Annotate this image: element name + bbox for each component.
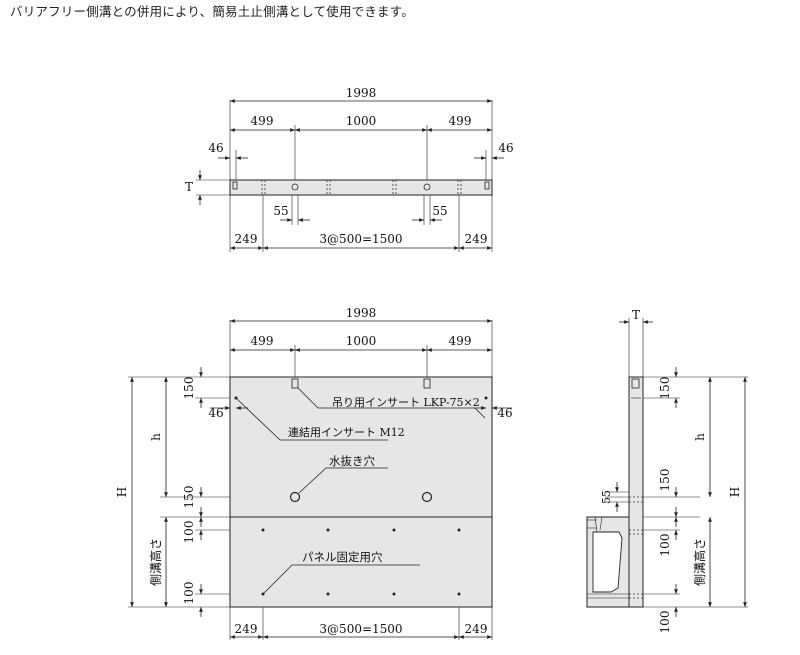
side-thickness-label: T bbox=[632, 308, 640, 322]
front-pitch-mid-dim: 3@500=1500 bbox=[319, 622, 402, 636]
front-mid-100-dim: 100 bbox=[182, 521, 196, 544]
front-view: 1998 499 1000 499 吊り用インサート LKP-75×2 連結用イ… bbox=[115, 306, 513, 640]
lift-insert-left-icon bbox=[291, 378, 299, 389]
side-wall-panel bbox=[628, 376, 644, 608]
front-H-label: H bbox=[115, 487, 129, 497]
front-overall-dim: 1998 bbox=[346, 306, 377, 320]
front-seg-left-dim: 499 bbox=[251, 334, 274, 348]
top-overall-dim: 1998 bbox=[346, 86, 377, 100]
drain-hole-right-icon bbox=[421, 491, 433, 503]
front-upper-panel bbox=[229, 376, 493, 518]
top-thickness-label: T bbox=[185, 180, 193, 194]
front-lower-panel bbox=[229, 516, 493, 608]
side-view: T 55 150 bbox=[586, 308, 748, 634]
front-edge-right-dim: 46 bbox=[497, 406, 512, 420]
callout-panel-hole: パネル固定用穴 bbox=[302, 550, 383, 564]
side-height-label: 側溝高さ bbox=[692, 538, 707, 586]
callout-lift-insert: 吊り用インサート LKP-75×2 bbox=[332, 396, 480, 409]
drain-hole-left-icon bbox=[289, 491, 301, 503]
top-edge-left-dim: 46 bbox=[208, 141, 223, 155]
front-edge-left-dim: 46 bbox=[208, 406, 223, 420]
side-bottom-100-dim: 100 bbox=[658, 611, 672, 634]
side-mid-150-dim: 150 bbox=[658, 469, 672, 492]
top-hole-right-dim: 55 bbox=[432, 204, 447, 218]
top-seg-mid-dim: 1000 bbox=[346, 114, 377, 128]
top-pitch-left-dim: 249 bbox=[235, 232, 258, 246]
front-pitch-left-dim: 249 bbox=[235, 622, 258, 636]
top-edge-right-dim: 46 bbox=[498, 141, 513, 155]
top-seg-right-dim: 499 bbox=[449, 114, 472, 128]
front-side-height-label: 側溝高さ bbox=[148, 538, 163, 586]
side-top-150-dim: 150 bbox=[658, 377, 672, 400]
front-bottom-100-dim: 100 bbox=[182, 582, 196, 605]
side-h-label: h bbox=[693, 433, 707, 441]
side-mid-100-dim: 100 bbox=[658, 534, 672, 557]
front-top-offset-dim: 150 bbox=[182, 377, 196, 400]
top-hole-left-dim: 55 bbox=[273, 204, 288, 218]
front-seg-right-dim: 499 bbox=[449, 334, 472, 348]
top-view-panel bbox=[229, 179, 493, 196]
side-H-label: H bbox=[728, 487, 742, 497]
top-view: 1998 499 1000 499 46 46 T bbox=[185, 86, 514, 252]
lift-insert-right-icon bbox=[423, 378, 431, 389]
top-pitch-mid-dim: 3@500=1500 bbox=[319, 232, 402, 246]
callout-connect-insert: 連結用インサート M12 bbox=[288, 425, 405, 439]
side-mid-55-dim: 55 bbox=[600, 490, 613, 504]
callout-drain-hole: 水抜き穴 bbox=[329, 454, 375, 468]
caption-text: バリアフリー側溝との併用により、簡易土止側溝として使用できます。 bbox=[10, 4, 414, 19]
front-mid-150-dim: 150 bbox=[182, 486, 196, 509]
front-seg-mid-dim: 1000 bbox=[346, 334, 377, 348]
top-pitch-right-dim: 249 bbox=[465, 232, 488, 246]
front-h-label: h bbox=[149, 433, 163, 441]
top-seg-left-dim: 499 bbox=[251, 114, 274, 128]
front-pitch-right-dim: 249 bbox=[465, 622, 488, 636]
